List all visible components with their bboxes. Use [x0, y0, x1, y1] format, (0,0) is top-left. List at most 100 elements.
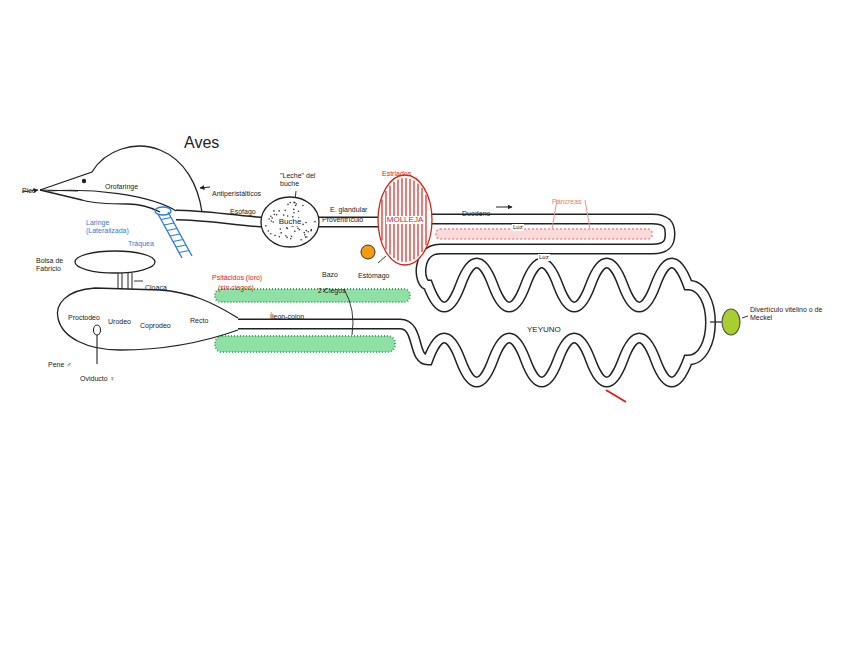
label-slot: E. glandular: [330, 198, 367, 216]
crop-dot: [265, 225, 267, 227]
label-slot: Cloaca: [145, 276, 167, 294]
beak-split: [40, 190, 78, 191]
crop-outline: [261, 197, 319, 247]
crop-dot: [293, 209, 295, 211]
leader-line: [134, 281, 143, 282]
anatomy-label: Urodeo: [108, 318, 131, 326]
crop-dot: [302, 224, 304, 226]
organ-label: Buche: [278, 218, 303, 227]
crop-dot: [304, 234, 306, 236]
crop-dot: [271, 217, 273, 219]
direction-arrow: [496, 207, 512, 208]
label-slot: Bolsa de Fabricio: [36, 257, 70, 275]
cloaca-outline: [57, 288, 238, 350]
anatomy-label: Bazo: [322, 271, 338, 279]
anatomy-label: Duodeno: [462, 210, 490, 218]
crop-dot: [278, 236, 280, 238]
label-slot: Orofaringe: [105, 175, 138, 193]
crop-dot: [287, 228, 289, 230]
crop-dot: [311, 229, 313, 231]
label-slot: Duodeno: [462, 202, 490, 220]
label-slot: Urodeo: [108, 310, 131, 328]
muscle-stripe: [381, 199, 382, 240]
intestine-lumen: [238, 219, 711, 382]
crop-dot: [299, 229, 301, 231]
anatomy-label: Pico: [22, 187, 36, 195]
intestine-tube: [238, 219, 711, 382]
head-outline: [40, 146, 202, 212]
leader-line: [323, 289, 353, 335]
crop-dot: [296, 203, 298, 205]
crop-dot: [293, 212, 295, 214]
gizzard-outline: [378, 175, 432, 265]
label-slot: Pene ♂: [48, 353, 72, 371]
trachea-rings: [161, 218, 189, 253]
anatomy-label: Esófago: [230, 208, 256, 216]
anatomy-label: Bolsa de Fabricio: [36, 257, 70, 272]
label-slot: YEYUNO: [527, 318, 561, 336]
anatomy-label: Estómago: [358, 272, 390, 280]
crop-dot: [314, 221, 316, 223]
muscle-stripe: [425, 195, 426, 246]
label-slot: Estómago: [358, 264, 390, 282]
crop-dot: [286, 237, 288, 239]
anatomy-label: Coprodeo: [140, 322, 171, 330]
crop-dot: [284, 210, 286, 212]
crop-dot: [298, 210, 300, 212]
anatomy-label: Pene ♂: [48, 361, 72, 369]
label-slot: Proctodeo: [68, 306, 100, 324]
crop-dot: [271, 220, 273, 222]
label-slot: Antiperistálticos: [212, 182, 261, 200]
spleen: [361, 245, 375, 259]
label-slot: Íleon-colon: [270, 305, 304, 323]
label-slot: (sin ciegos): [218, 276, 254, 294]
crop-dot: [293, 201, 295, 203]
bursa-stalk: [118, 273, 132, 289]
label-slot: Esófago: [230, 200, 256, 218]
label-slot: Bazo: [322, 263, 338, 281]
organ-shape: Buche: [260, 196, 320, 248]
leader-arrow: [200, 187, 210, 188]
label-slot: Oviducto ♀: [80, 367, 115, 385]
crop-dot: [305, 236, 307, 238]
anatomy-label: Psitácidos (loro): [212, 274, 262, 282]
label-slot: Psitácidos (loro): [212, 266, 262, 284]
label-slot: (Lateralizada): [86, 219, 129, 237]
leader-line: [742, 316, 748, 318]
crop-dot: [305, 230, 307, 232]
anatomy-label: 2 Ciegos: [318, 287, 346, 295]
meckel-stalk: [710, 321, 722, 322]
anatomy-label: YEYUNO: [527, 326, 561, 335]
crop-dot: [295, 205, 297, 207]
crop-dot: [268, 218, 270, 220]
anatomy-label: Oviducto ♀: [80, 375, 115, 383]
anatomy-label: "Leche" del buche: [280, 172, 316, 187]
label-slot: Laringe: [86, 211, 109, 229]
oviduct-line: [96, 335, 97, 364]
anatomy-label: Proctodeo: [68, 314, 100, 322]
crop-dot: [300, 239, 302, 241]
bursa-of-fabricius: [75, 251, 155, 273]
crop-dot: [303, 232, 305, 234]
crop-dot: [289, 202, 291, 204]
anatomy-label: (Lateralizada): [86, 227, 129, 235]
crop-dot: [287, 215, 289, 217]
lower-jaw: [40, 190, 160, 212]
diagram-title: Aves: [184, 134, 219, 152]
crop-dot: [297, 228, 299, 230]
crop-dot: [286, 227, 288, 229]
anatomy-label: Cloaca: [145, 284, 167, 292]
crop-dot: [278, 210, 280, 212]
label-slot: Coprodeo: [140, 314, 171, 332]
organ-shape: MOLLEJA: [377, 174, 433, 266]
caecum-band: [215, 336, 395, 352]
anatomy-label: E. glandular: [330, 206, 367, 214]
label-slot: Pico: [22, 179, 36, 197]
anatomy-label: Antiperistálticos: [212, 190, 261, 198]
label-slot: Recto: [190, 309, 208, 327]
crop-dot: [274, 235, 276, 237]
crop-dot: [276, 214, 278, 216]
anatomy-label: Páncreas: [552, 198, 582, 206]
anatomy-label: Recto: [190, 317, 208, 325]
